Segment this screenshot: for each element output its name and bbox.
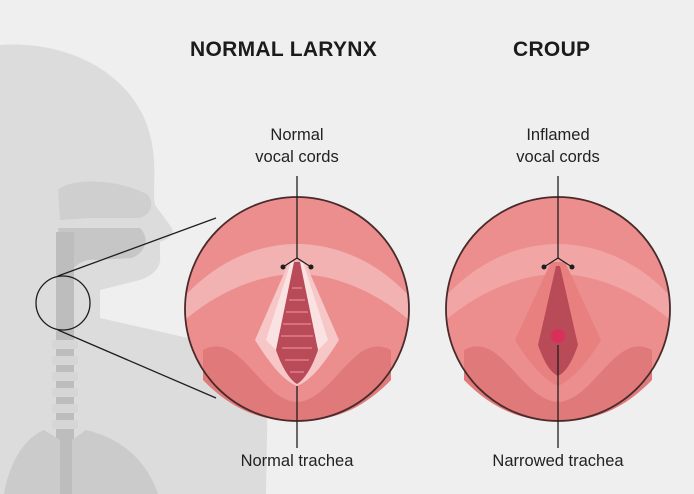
normal-vocal-cords-line2: vocal cords [237,146,357,168]
normal-vocal-cords-line1: Normal [237,124,357,146]
inflamed-vocal-cords-line2: vocal cords [498,146,618,168]
inflamed-vocal-cords-label: Inflamed vocal cords [498,124,618,168]
normal-larynx-title: NORMAL LARYNX [190,38,377,62]
croup-illustration [446,176,670,448]
normal-trachea-label: Normal trachea [217,450,377,472]
narrowed-trachea-label: Narrowed trachea [468,450,648,472]
inflamed-vocal-cords-line1: Inflamed [498,124,618,146]
normal-vocal-cords-label: Normal vocal cords [237,124,357,168]
croup-title: CROUP [513,38,590,62]
